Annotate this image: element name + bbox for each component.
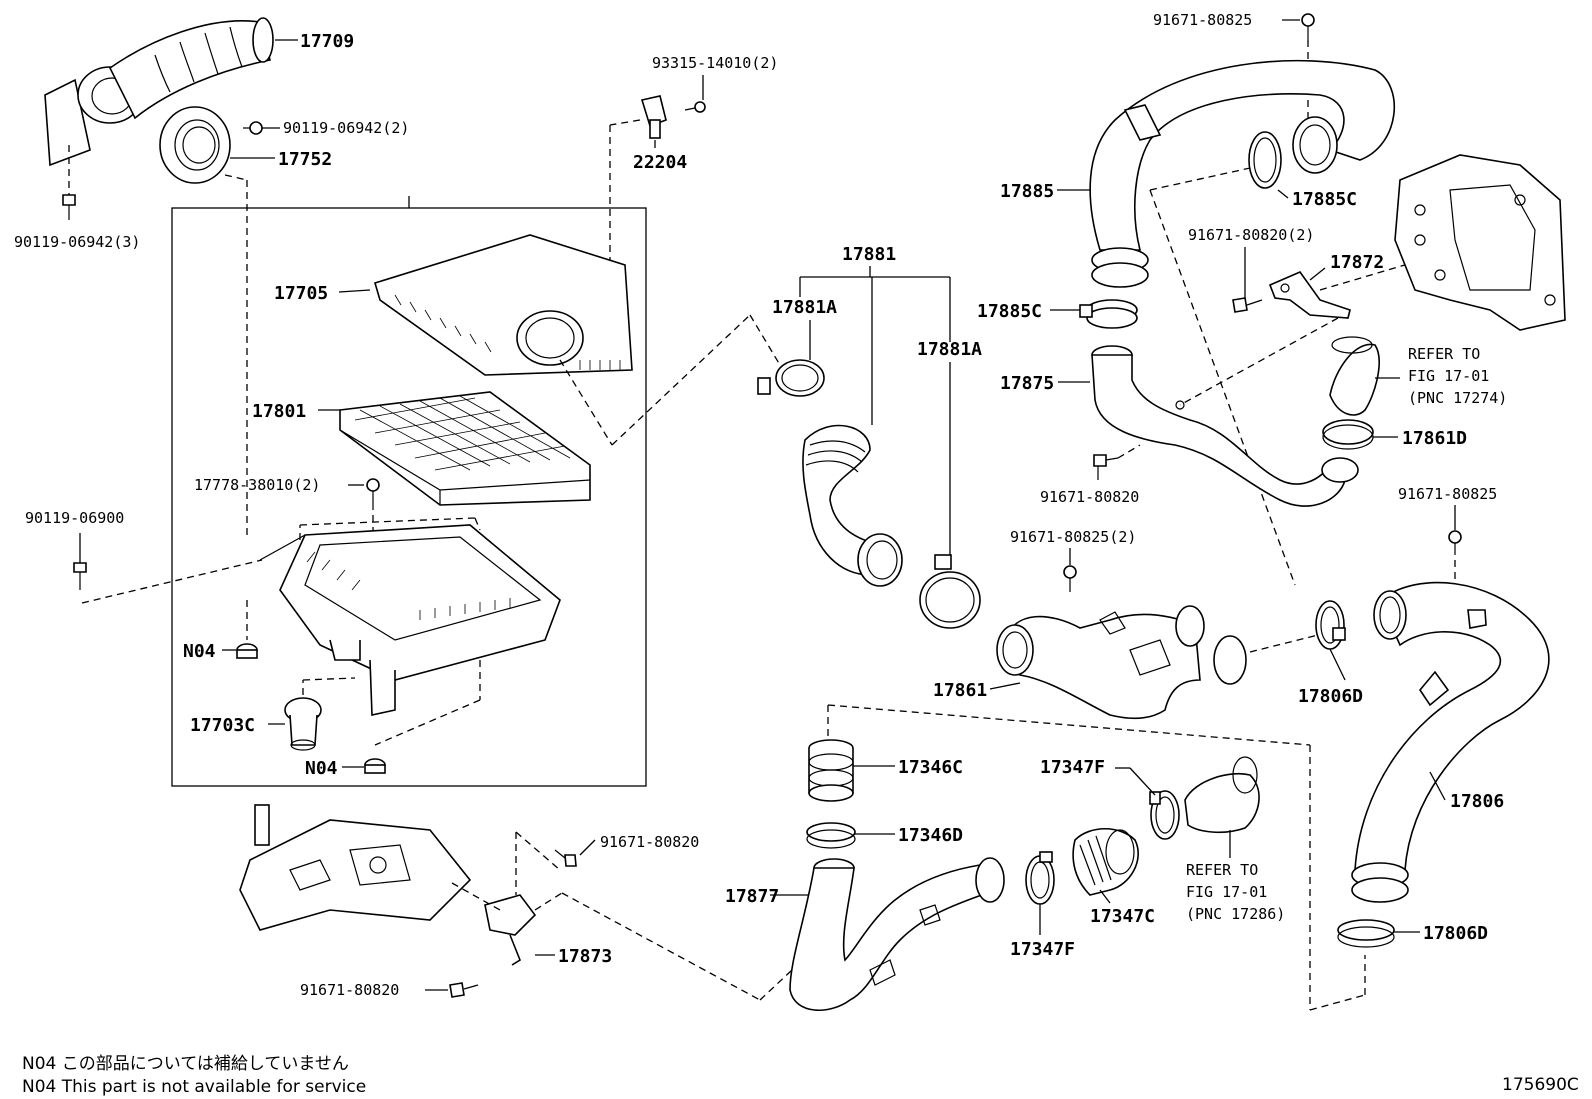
label-17881: 17881 [842, 244, 896, 265]
hose-17347c [1072, 828, 1139, 896]
label-91671-80825-r: 91671-80825 [1398, 485, 1497, 503]
label-17752: 17752 [278, 149, 332, 170]
refer-note-1-line1: REFER TO [1408, 345, 1480, 363]
clamp-17347f-lower [1025, 851, 1055, 905]
intake-hose-17709 [44, 17, 274, 167]
refer-note-2-line2: FIG 17-01 [1186, 883, 1267, 901]
bolt-90119-06942-2 [243, 121, 263, 135]
hose-ref-17274 [1329, 336, 1380, 416]
refer-note-1-line2: FIG 17-01 [1408, 367, 1489, 385]
label-17709: 17709 [300, 31, 354, 52]
label-17703c: 17703C [190, 715, 255, 736]
clamp-17347f-upper [1149, 790, 1180, 840]
pipe-17877 [789, 857, 1005, 1011]
hose-17346c [808, 739, 854, 802]
engine-block [1394, 154, 1566, 331]
clamp-17346d [806, 822, 856, 849]
label-91671-80820-c: 91671-80820 [1040, 488, 1139, 506]
label-17872: 17872 [1330, 252, 1384, 273]
label-90119-06900: 90119-06900 [25, 509, 124, 527]
label-17347f-a: 17347F [1040, 757, 1105, 778]
clamp-17885c-upper [1248, 131, 1282, 189]
bolt-91671-80825-top [1301, 13, 1315, 40]
bolt-91671-80825-r [1448, 530, 1462, 555]
clamp-17806d-lower [1337, 919, 1395, 948]
clamp-17885c-lower [1079, 299, 1138, 329]
label-90119-06942-3: 90119-06942(3) [14, 233, 140, 251]
clip-17778 [366, 478, 380, 510]
pipe-17875 [1091, 345, 1359, 507]
footer-note-jp: N04 この部品については補給していません [22, 1054, 349, 1074]
pipe-17885 [1089, 59, 1396, 288]
air-cleaner-cap-17705 [374, 234, 633, 376]
hose-17881 [802, 424, 903, 587]
label-17861: 17861 [933, 680, 987, 701]
label-17885: 17885 [1000, 181, 1054, 202]
clamp-17881a-lower [919, 554, 981, 629]
label-17881a-a: 17881A [772, 297, 837, 318]
label-17346c: 17346C [898, 757, 963, 778]
label-n04-b: N04 [305, 758, 338, 779]
refer-note-2-line1: REFER TO [1186, 861, 1258, 879]
bolt-90119-06942-3 [62, 145, 76, 220]
label-90119-06942-2: 90119-06942(2) [283, 119, 409, 137]
label-17873: 17873 [558, 946, 612, 967]
label-17705: 17705 [274, 283, 328, 304]
clamp-17861d [1322, 419, 1374, 450]
bolt-91671-80825-2 [1063, 565, 1077, 592]
air-filter-17801 [339, 391, 591, 506]
pipe-17806 [1351, 581, 1550, 903]
label-17806: 17806 [1450, 791, 1504, 812]
valve-17703c [284, 697, 322, 751]
clamp-17881a-upper [757, 359, 825, 397]
label-17806d-b: 17806D [1423, 923, 1488, 944]
label-17861d: 17861D [1402, 428, 1467, 449]
label-17877: 17877 [725, 886, 779, 907]
label-n04-a: N04 [183, 641, 216, 662]
label-17778: 17778-38010(2) [194, 476, 320, 494]
label-17801: 17801 [252, 401, 306, 422]
label-91671-80820-b: 91671-80820 [300, 981, 399, 999]
label-91671-80825-2: 91671-80825(2) [1010, 528, 1136, 546]
label-17806d-a: 17806D [1298, 686, 1363, 707]
adapter-17752 [159, 106, 231, 184]
air-cleaner-case [259, 524, 561, 716]
label-17875: 17875 [1000, 373, 1054, 394]
sensor-22204 [640, 95, 706, 139]
label-91671-80820-a: 91671-80820 [600, 833, 699, 851]
hose-ref-17286 [1184, 756, 1260, 834]
bolt-90119-06900 [73, 533, 87, 590]
clamp-17806d-upper [1315, 600, 1346, 650]
grommet-n04-b [364, 758, 386, 774]
label-93315: 93315-14010(2) [652, 54, 778, 72]
pipe-17861 [996, 605, 1247, 720]
label-17346d: 17346D [898, 825, 963, 846]
throttle-body [239, 804, 472, 931]
label-91671-80820-2: 91671-80820(2) [1188, 226, 1314, 244]
label-17885c-a: 17885C [1292, 189, 1357, 210]
grommet-n04-a [236, 643, 258, 659]
label-91671-80825-top: 91671-80825 [1153, 11, 1252, 29]
bolt-91671-80820-lower [449, 982, 479, 998]
footer-note-en: N04 This part is not available for servi… [22, 1077, 366, 1097]
figure-id: 175690C [1502, 1075, 1579, 1095]
label-17885c-b: 17885C [977, 301, 1042, 322]
label-17347c: 17347C [1090, 906, 1155, 927]
bracket-17873 [484, 894, 537, 966]
label-22204: 22204 [633, 152, 687, 173]
label-17347f-b: 17347F [1010, 939, 1075, 960]
refer-note-2-line3: (PNC 17286) [1186, 905, 1285, 923]
label-17881a-b: 17881A [917, 339, 982, 360]
bolt-91671-80820-2 [1232, 297, 1263, 313]
bolt-91671-80820-upper [554, 849, 577, 867]
bolt-91671-80820-c [1093, 454, 1119, 480]
bracket-17872 [1268, 271, 1351, 319]
refer-note-1-line3: (PNC 17274) [1408, 389, 1507, 407]
